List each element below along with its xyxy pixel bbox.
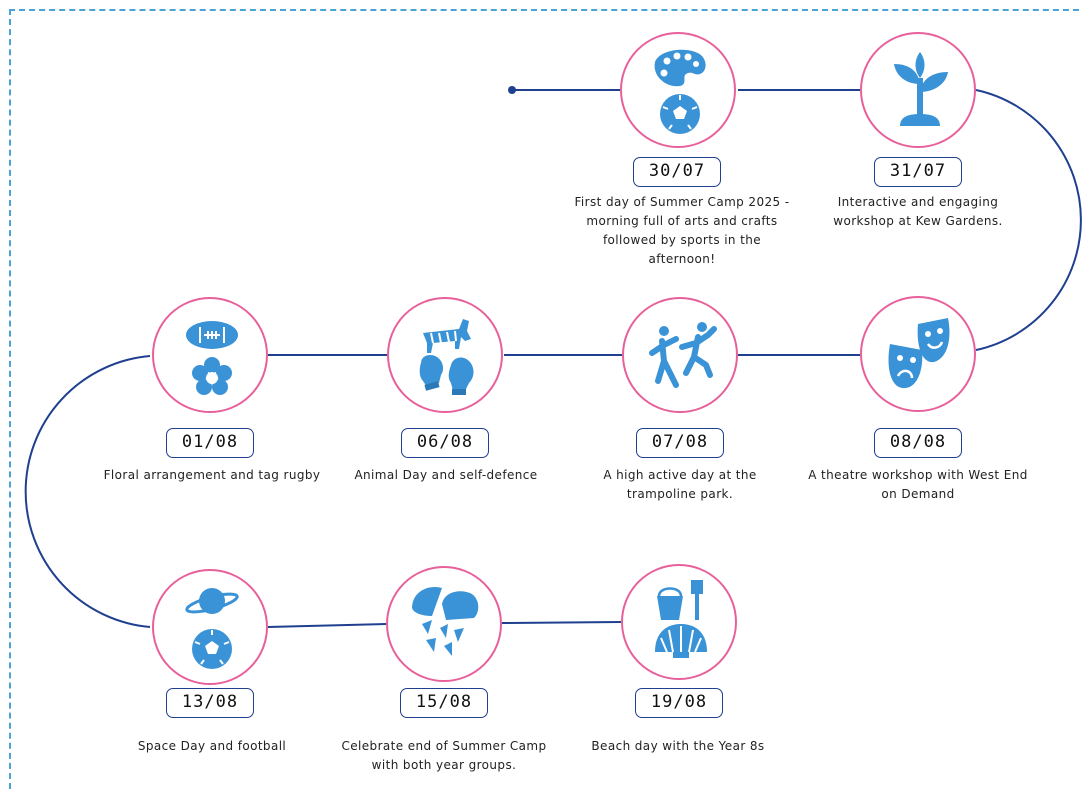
event-date: 06/08 [401,428,489,458]
event-date: 30/07 [633,157,721,187]
shell-icon [655,624,707,658]
event-date: 13/08 [166,688,254,718]
planet-icon [185,588,239,614]
event-date: 08/08 [874,428,962,458]
event-date: 15/08 [400,688,488,718]
dashed-frame [9,9,1083,789]
event-circle [622,297,738,413]
party-hats-icon [412,586,479,656]
event-circle [621,564,737,680]
event-description: First day of Summer Camp 2025 - morning … [574,195,790,266]
event-description: A theatre workshop with West End on Dema… [808,468,1028,501]
event-circle [620,32,736,148]
event-circle [387,297,503,413]
event-date: 01/08 [166,428,254,458]
flower-icon [192,357,232,395]
event-description: Beach day with the Year 8s [591,739,765,753]
football-icon [660,94,700,134]
event-description: Celebrate end of Summer Camp with both y… [341,739,547,772]
event-circle [860,296,976,412]
plant-icon [894,52,948,126]
event-circle [860,32,976,148]
event-date: 07/08 [636,428,724,458]
event-description: A high active day at the trampoline park… [603,468,757,501]
event-description: Floral arrangement and tag rugby [103,468,321,482]
event-description: Interactive and engaging workshop at Kew… [833,195,1003,228]
boxing-gloves-icon [419,355,474,395]
event-circle [386,566,502,682]
zebra-icon [423,319,471,353]
event-circle [152,569,268,685]
football-icon [192,629,232,669]
event-description: Animal Day and self-defence [354,468,538,482]
event-description: Space Day and football [137,739,287,753]
event-date: 19/08 [635,688,723,718]
rugby-ball-icon [186,321,238,349]
bucket-spade-icon [657,580,703,620]
event-circle [152,297,268,413]
event-date: 31/07 [874,157,962,187]
jumping-people-icon [649,322,717,388]
palette-icon [654,49,706,87]
theatre-masks-icon [888,318,950,389]
